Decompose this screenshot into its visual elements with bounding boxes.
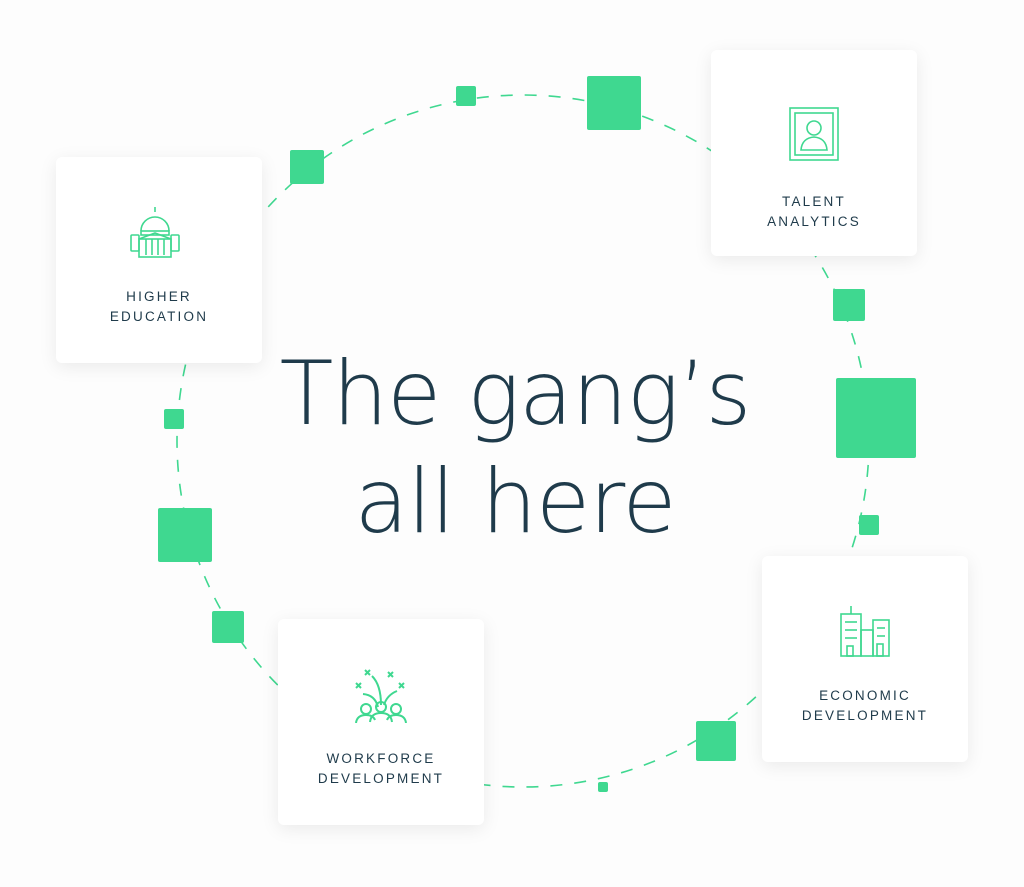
- square-marker: [833, 289, 865, 321]
- square-marker: [456, 86, 476, 106]
- label-line: DEVELOPMENT: [317, 771, 445, 786]
- headline-line-2: all here: [354, 450, 676, 553]
- square-marker: [587, 76, 641, 130]
- square-marker: [696, 721, 736, 761]
- city-buildings-icon: [840, 606, 890, 657]
- card-workforce-development: WORKFORCE DEVELOPMENT: [278, 619, 484, 825]
- square-marker: [158, 508, 212, 562]
- card-label: HIGHER EDUCATION: [110, 287, 208, 327]
- square-marker: [598, 782, 608, 792]
- label-line: EDUCATION: [109, 309, 209, 324]
- card-talent-analytics: TALENT ANALYTICS: [711, 50, 917, 256]
- card-label: WORKFORCE DEVELOPMENT: [318, 749, 444, 789]
- profile-portrait-icon: [789, 107, 839, 161]
- square-marker: [164, 409, 184, 429]
- square-marker: [212, 611, 244, 643]
- card-economic-development: ECONOMIC DEVELOPMENT: [762, 556, 968, 762]
- square-marker: [290, 150, 324, 184]
- card-label: TALENT ANALYTICS: [767, 192, 861, 232]
- label-line: ANALYTICS: [767, 214, 861, 229]
- capitol-building-icon: [130, 207, 180, 258]
- label-line: ECONOMIC: [819, 688, 911, 703]
- label-line: TALENT: [782, 194, 846, 209]
- label-line: HIGHER: [126, 289, 192, 304]
- label-line: WORKFORCE: [326, 751, 436, 766]
- card-higher-education: HIGHER EDUCATION: [56, 157, 262, 363]
- label-line: DEVELOPMENT: [801, 708, 929, 723]
- headline: The gang’s all here: [250, 340, 780, 556]
- square-marker: [859, 515, 879, 535]
- card-label: ECONOMIC DEVELOPMENT: [802, 686, 928, 726]
- square-marker: [836, 378, 916, 458]
- headline-line-1: The gang’s: [279, 342, 752, 445]
- celebrating-people-icon: [355, 669, 407, 723]
